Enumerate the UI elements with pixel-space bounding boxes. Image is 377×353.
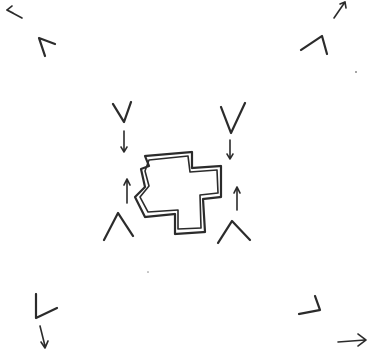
bottom-left-corner-mark [36, 294, 57, 348]
ink-speck [355, 71, 357, 73]
inner-top-left-v [113, 102, 131, 152]
top-right-arrow [334, 2, 346, 18]
inner-bottom-left-caret [104, 179, 133, 240]
inner-top-right-v [221, 103, 245, 159]
top-left-arrow [7, 6, 22, 18]
central-cross-shape [135, 152, 221, 234]
top-left-corner-mark [39, 38, 55, 56]
top-right-corner-mark [301, 36, 327, 54]
bottom-right-arrow [338, 334, 366, 346]
ink-speck [147, 271, 149, 273]
inner-bottom-right-caret [218, 187, 250, 243]
bottom-right-corner-mark [299, 296, 320, 314]
